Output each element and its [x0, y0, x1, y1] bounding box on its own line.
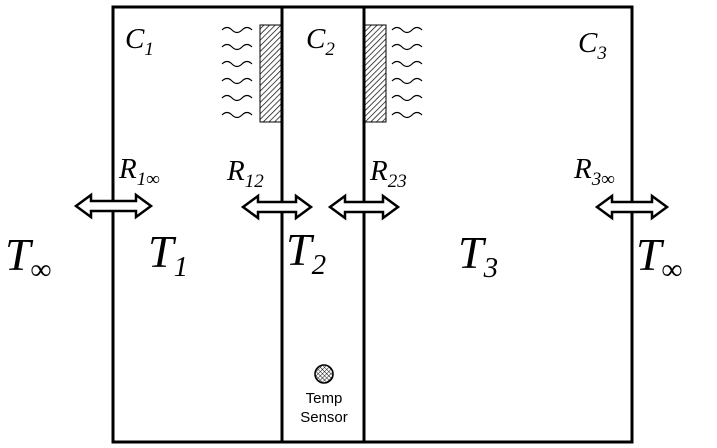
temperature-label-ambient-right: T∞ [636, 229, 682, 286]
temperature-label-t3: T3 [458, 227, 498, 284]
temperature-label-t2: T2 [286, 224, 326, 281]
heat-flow-arrow-zone1-zone2 [240, 193, 314, 221]
temperature-label-ambient-left: T∞ [5, 229, 51, 286]
heat-waves-left [221, 26, 253, 119]
temperature-label-t1: T1 [148, 226, 188, 283]
sensor-label-line1: Temp [306, 390, 343, 407]
capacitance-label-c3: C3 [578, 27, 607, 64]
temp-sensor-icon [314, 364, 334, 384]
heat-flow-arrow-zone2-zone3 [327, 193, 401, 221]
resistance-label-r12: R12 [226, 155, 264, 192]
resistance-label-r1inf: R1∞ [118, 153, 160, 190]
heat-flow-arrow-ambient-zone1 [73, 192, 154, 220]
zone-enclosure [111, 5, 634, 444]
resistance-label-r23: R23 [369, 155, 407, 192]
heater-left [259, 24, 282, 123]
heat-waves-right [391, 26, 423, 119]
resistance-label-r3inf: R3∞ [573, 153, 615, 190]
heat-flow-arrow-zone3-ambient [594, 193, 670, 221]
heater-right [364, 24, 387, 123]
capacitance-label-c1: C1 [125, 23, 154, 60]
sensor-label-line2: Sensor [300, 409, 348, 426]
capacitance-label-c2: C2 [306, 23, 335, 60]
